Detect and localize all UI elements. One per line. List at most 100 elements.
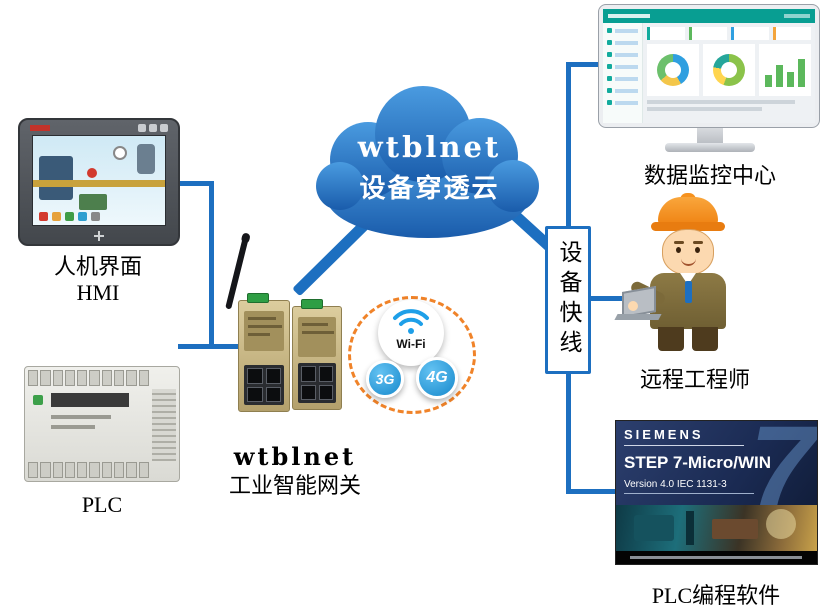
gateway-terminal-block <box>247 293 269 303</box>
dashboard-menu-item <box>607 74 638 83</box>
connector-express-engineer <box>589 296 633 301</box>
plc-label-text: PLC <box>81 492 123 517</box>
dashboard-footer-rows <box>647 100 811 111</box>
gateway-label-cn: 工业智能网关 <box>228 473 361 498</box>
gateway-module-1 <box>238 293 290 412</box>
stat-chip <box>689 27 727 40</box>
connector-plc-gateway <box>178 344 240 349</box>
gateway-front-label <box>244 311 284 351</box>
plc-terminal <box>40 370 51 386</box>
monitor-stand-neck <box>697 128 723 144</box>
wireless-dashed-ellipse <box>348 296 476 414</box>
plc-software-panel: 7 SIEMENS STEP 7-Micro/WIN Version 4.0 I… <box>615 420 818 565</box>
donut-chart-2 <box>713 54 745 86</box>
menu-text-placeholder <box>615 76 638 81</box>
plc-status-led <box>33 395 43 405</box>
plc-label: PLC <box>24 492 180 518</box>
engineer-eye <box>676 247 681 253</box>
plc-terminal-row-top <box>28 370 149 386</box>
gateway-marking-line <box>248 317 276 320</box>
plc-terminal <box>126 370 137 386</box>
plc-terminal <box>64 370 76 386</box>
plc-terminal <box>28 462 39 478</box>
photo-shape <box>766 509 796 539</box>
hmi-scada-button <box>91 212 100 221</box>
hmi-scada-button-row <box>39 212 100 221</box>
plc-terminal <box>64 462 76 478</box>
engineer-legs <box>658 327 718 351</box>
hmi-scada-button <box>52 212 61 221</box>
divider-line <box>624 445 744 446</box>
bar <box>776 65 783 87</box>
engineer-leg <box>658 327 684 351</box>
menu-bullet-icon <box>607 88 612 93</box>
hmi-scada-button <box>78 212 87 221</box>
hmi-key <box>160 124 168 132</box>
hmi-key <box>149 124 157 132</box>
dashboard-header-meta-placeholder <box>784 14 810 18</box>
ethernet-port <box>301 366 316 382</box>
stat-chip <box>647 27 685 40</box>
plc-terminal <box>89 462 100 478</box>
hmi-scada-machine-graphic <box>39 156 73 200</box>
connector-hmi-horizontal <box>178 181 214 186</box>
connector-express-monitor-horizontal <box>566 62 602 67</box>
cloud-shape <box>316 86 539 238</box>
menu-text-placeholder <box>615 52 638 57</box>
engineer-eyebrow <box>693 241 703 244</box>
device-express-line-text: 设备快线 <box>556 240 581 360</box>
photo-shape <box>686 511 694 545</box>
hmi-scada-button <box>65 212 74 221</box>
dashboard-header-title-placeholder <box>608 14 650 18</box>
menu-text-placeholder <box>615 88 638 93</box>
connector-express-software-vertical <box>566 372 571 494</box>
cloud-title: wtblnet <box>357 130 502 164</box>
ethernet-port <box>247 368 263 384</box>
gateway-antenna <box>225 236 249 310</box>
gateway-marking-line <box>302 323 328 326</box>
dashboard-menu-item <box>607 86 638 95</box>
dashboard-body <box>603 23 815 123</box>
wifi-label: Wi-Fi <box>396 337 426 351</box>
plc-device <box>24 366 180 482</box>
menu-bullet-icon <box>607 40 612 45</box>
menu-bullet-icon <box>607 100 612 105</box>
monitor-device <box>598 4 820 128</box>
step7-version: Version 4.0 IEC 1131-3 <box>624 479 727 490</box>
photo-shape <box>712 519 758 539</box>
plc-terminal <box>52 370 63 386</box>
hmi-bezel-screw <box>94 231 104 241</box>
dashboard-bar-card <box>759 44 811 96</box>
hmi-device <box>18 118 180 246</box>
plc-terminal <box>114 370 125 386</box>
connector-express-monitor-vertical <box>566 62 571 228</box>
plc-terminal <box>126 462 137 478</box>
plc-terminal <box>89 370 100 386</box>
hmi-scada-pipe-graphic <box>33 180 165 187</box>
menu-bullet-icon <box>607 76 612 81</box>
dashboard-header-bar <box>603 9 815 23</box>
monitor-label: 数据监控中心 <box>598 158 822 190</box>
wifi-badge: Wi-Fi <box>378 300 444 366</box>
hardhat <box>658 197 718 225</box>
cloud-title-block: wtblnet 设备穿透云 <box>322 130 537 205</box>
engineer-eyebrow <box>674 241 684 244</box>
hmi-screen <box>32 135 166 226</box>
plc-terminal-row-bottom <box>28 462 149 478</box>
hmi-function-keys <box>138 124 168 132</box>
hmi-label: 人机界面 HMI <box>8 254 188 307</box>
footer-text-placeholder <box>647 107 762 111</box>
plc-terminal <box>40 462 51 478</box>
bar <box>787 72 794 87</box>
dashboard-menu-item <box>607 38 638 47</box>
plc-terminal <box>138 370 149 386</box>
ethernet-port <box>247 386 263 402</box>
plc-terminal <box>101 370 113 386</box>
bar <box>798 59 805 87</box>
gateway-marking-line <box>248 333 270 336</box>
badge-4g-text: 4G <box>426 369 448 386</box>
dashboard-donut-card-2 <box>703 44 755 96</box>
monitor-label-text: 数据监控中心 <box>643 163 776 188</box>
plc-terminal <box>77 462 88 478</box>
plc-label-strip <box>51 393 129 407</box>
